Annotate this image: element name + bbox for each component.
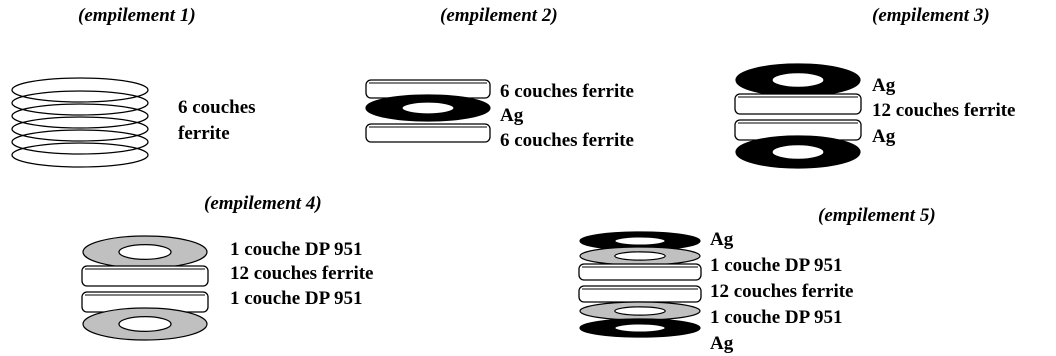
stack-2-ferrite-block-bottom bbox=[365, 123, 491, 143]
stack-3-ag-disc-bottom-hole bbox=[771, 144, 825, 160]
stack-3-label-top: Ag bbox=[872, 75, 896, 96]
stack-5-title: (empilement 5) bbox=[818, 205, 936, 226]
stack-2-title: (empilement 2) bbox=[440, 5, 558, 26]
stack-1-title: (empilement 1) bbox=[78, 5, 196, 26]
stack-5-dp951-disc-top-hole bbox=[614, 251, 666, 261]
stack-4-dp951-disc-top-hole bbox=[118, 244, 172, 260]
stack-5-label-1: Ag bbox=[710, 229, 734, 250]
stack-5-label-2: 1 couche DP 951 bbox=[710, 255, 843, 276]
stack-1-drawing bbox=[11, 77, 149, 168]
stack-2-drawing bbox=[365, 79, 491, 143]
stack-5-ag-disc-top-hole bbox=[614, 236, 666, 246]
stack-4-dp951-disc-bottom-hole bbox=[118, 316, 172, 332]
stack-1-label-line-1: 6 couches bbox=[178, 97, 256, 118]
stack-3-label-bottom: Ag bbox=[872, 126, 896, 147]
stack-2-label-top: 6 couches ferrite bbox=[500, 81, 634, 102]
stack-2-label-bottom: 6 couches ferrite bbox=[500, 130, 634, 151]
stack-5-drawing bbox=[578, 231, 702, 338]
stack-5-ferrite-block-lower bbox=[578, 285, 702, 303]
stack-4-title: (empilement 4) bbox=[204, 193, 322, 214]
stack-5-dp951-disc-bottom-hole bbox=[614, 306, 666, 316]
stack-5-label-5: Ag bbox=[710, 333, 734, 354]
stack-1-ferrite-layer-1 bbox=[11, 77, 149, 103]
stack-1-ferrite-layer-2 bbox=[11, 90, 149, 116]
stack-3-title: (empilement 3) bbox=[872, 5, 990, 26]
stack-3-ferrite-block-upper bbox=[734, 93, 862, 115]
stack-4-label-middle: 12 couches ferrite bbox=[230, 263, 374, 284]
stack-5-label-3: 12 couches ferrite bbox=[710, 281, 854, 302]
stack-4-drawing bbox=[81, 235, 209, 341]
stack-5-ferrite-block-upper bbox=[578, 263, 702, 281]
stack-1-ferrite-layer-3 bbox=[11, 103, 149, 129]
stack-3-drawing bbox=[734, 63, 862, 169]
stack-2-ag-disc-hole bbox=[401, 101, 455, 115]
stack-1-label-line-2: ferrite bbox=[178, 123, 230, 144]
stack-4-label-top: 1 couche DP 951 bbox=[230, 239, 363, 260]
stack-2-label-middle: Ag bbox=[500, 105, 524, 126]
stack-3-label-middle: 12 couches ferrite bbox=[872, 100, 1016, 121]
stack-5-label-4: 1 couche DP 951 bbox=[710, 307, 843, 328]
stack-4-ferrite-block-upper bbox=[81, 265, 209, 287]
stack-1-ferrite-layer-6 bbox=[11, 142, 149, 168]
stack-3-ag-disc-top-hole bbox=[771, 72, 825, 88]
stack-5-ag-disc-bottom-hole bbox=[614, 323, 666, 333]
stack-1-ferrite-layer-5 bbox=[11, 129, 149, 155]
stack-4-label-bottom: 1 couche DP 951 bbox=[230, 288, 363, 309]
stack-1-ferrite-layer-4 bbox=[11, 116, 149, 142]
